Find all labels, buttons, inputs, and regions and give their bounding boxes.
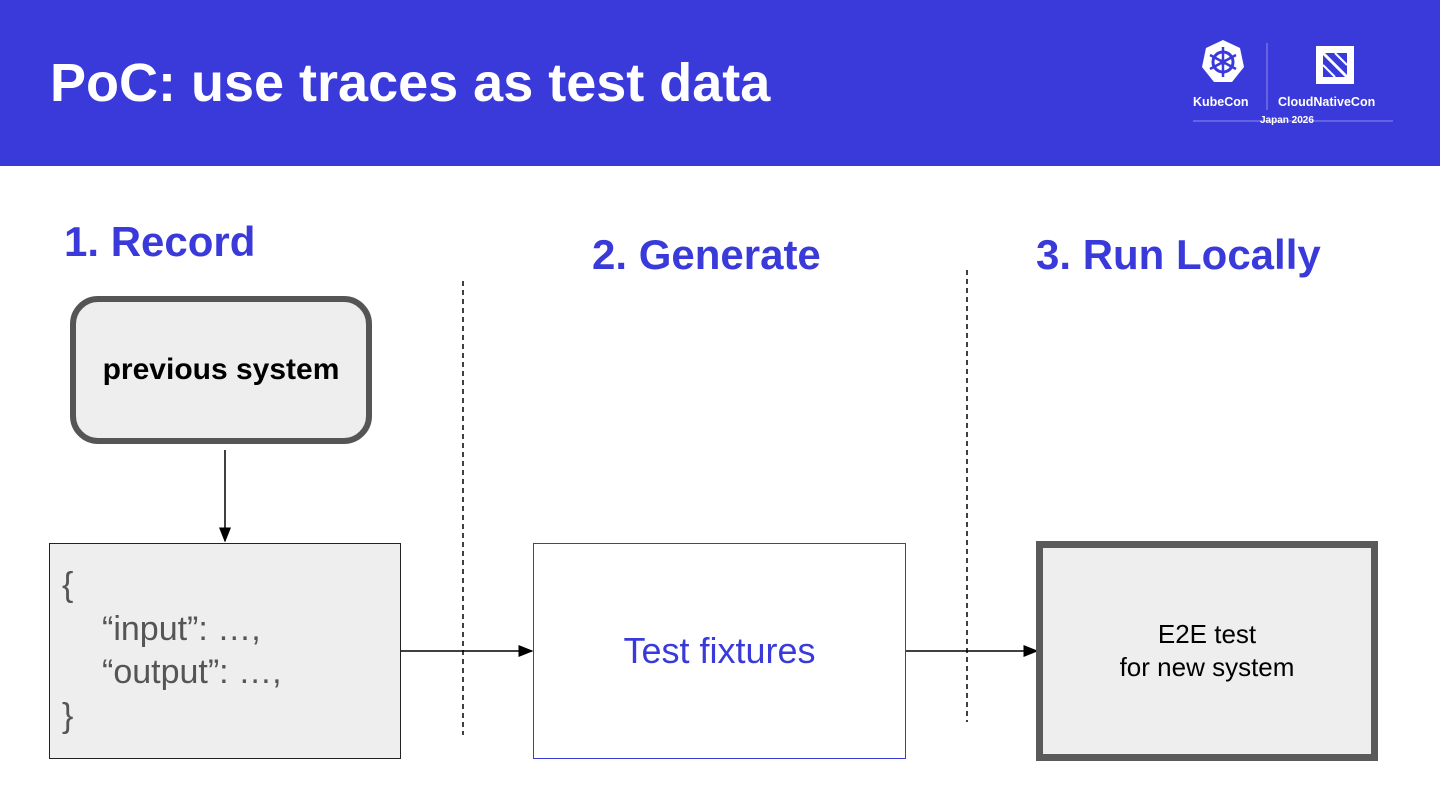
kubecon-text: KubeCon — [1193, 95, 1249, 109]
cncf-icon — [1316, 46, 1354, 84]
kubernetes-wheel-icon — [1202, 40, 1244, 82]
test-fixtures-label: Test fixtures — [623, 630, 816, 671]
cloudnativecon-text: CloudNativeCon — [1278, 95, 1376, 109]
header-bar: PoC: use traces as test data — [0, 0, 1440, 166]
json-input-line: “input”: …, — [102, 610, 261, 648]
step-run-locally-title: 3. Run Locally — [1036, 231, 1321, 278]
logo-graphic — [1193, 40, 1393, 122]
test-fixtures-box: Test fixtures — [533, 543, 906, 759]
trace-json-box: { “input”: …, “output”: …, } — [49, 543, 401, 759]
e2e-test-label: E2E test — [1157, 619, 1257, 649]
e2e-test-box: E2E test for new system — [1036, 541, 1378, 761]
json-close-brace: } — [62, 697, 74, 735]
json-output-line: “output”: …, — [102, 653, 282, 691]
json-open-brace: { — [62, 566, 74, 604]
step-generate-title: 2. Generate — [592, 231, 821, 278]
e2e-test-sublabel: for new system — [1119, 652, 1295, 682]
previous-system-box: previous system — [70, 296, 372, 444]
slide-title: PoC: use traces as test data — [50, 53, 771, 113]
previous-system-label: previous system — [102, 353, 340, 386]
kubecon-logo: KubeCon CloudNativeCon Japan 2026 — [1188, 38, 1398, 130]
event-text: Japan 2026 — [1260, 115, 1314, 126]
step-record-title: 1. Record — [64, 218, 256, 265]
